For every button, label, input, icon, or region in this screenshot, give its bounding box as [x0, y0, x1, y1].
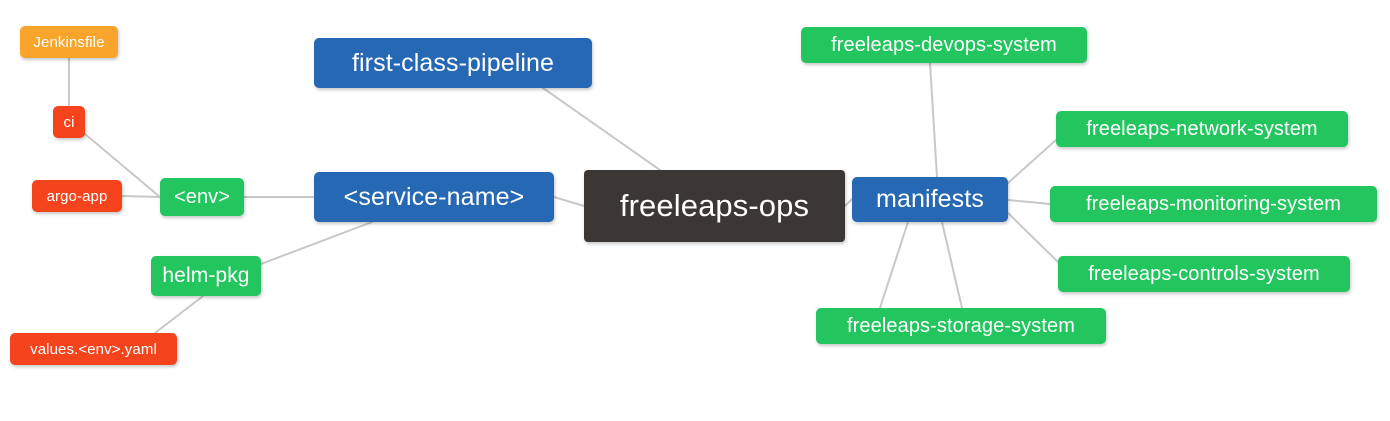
node-freeleaps-controls-system[interactable]: freeleaps-controls-system — [1058, 256, 1350, 292]
edge-manifests-to-freeleaps-storage-system — [879, 221, 909, 309]
edge-argo-app-to-env — [121, 195, 161, 198]
node-helm-pkg[interactable]: helm-pkg — [151, 256, 261, 296]
node-freeleaps-devops-system[interactable]: freeleaps-devops-system — [801, 27, 1087, 63]
edge-first-class-pipeline-to-freeleaps-ops — [542, 87, 661, 171]
node-ci[interactable]: ci — [53, 106, 85, 138]
edge-manifests-to-freeleaps-devops-system — [929, 62, 938, 178]
node-freeleaps-monitoring-system[interactable]: freeleaps-monitoring-system — [1050, 186, 1377, 222]
node-jenkinsfile[interactable]: Jenkinsfile — [20, 26, 118, 58]
node-values-env-yaml[interactable]: values.<env>.yaml — [10, 333, 177, 365]
edge-service-name-to-freeleaps-ops — [553, 196, 585, 207]
node-freeleaps-network-system[interactable]: freeleaps-network-system — [1056, 111, 1348, 147]
node-freeleaps-storage-system[interactable]: freeleaps-storage-system — [816, 308, 1106, 344]
node-first-class-pipeline[interactable]: first-class-pipeline — [314, 38, 592, 88]
edge-manifests-to-freeleaps-storage-system — [941, 221, 963, 309]
edge-helm-pkg-to-service-name — [260, 221, 373, 265]
edge-manifests-to-freeleaps-monitoring-system — [1007, 199, 1051, 205]
node-env[interactable]: <env> — [160, 178, 244, 216]
edge-values-env-yaml-to-helm-pkg — [154, 295, 204, 334]
edge-freeleaps-ops-to-manifests — [844, 198, 853, 207]
node-service-name[interactable]: <service-name> — [314, 172, 554, 222]
edge-manifests-to-freeleaps-network-system — [1007, 139, 1057, 184]
node-manifests[interactable]: manifests — [852, 177, 1008, 222]
node-argo-app[interactable]: argo-app — [32, 180, 122, 212]
node-freeleaps-ops[interactable]: freeleaps-ops — [584, 170, 845, 242]
